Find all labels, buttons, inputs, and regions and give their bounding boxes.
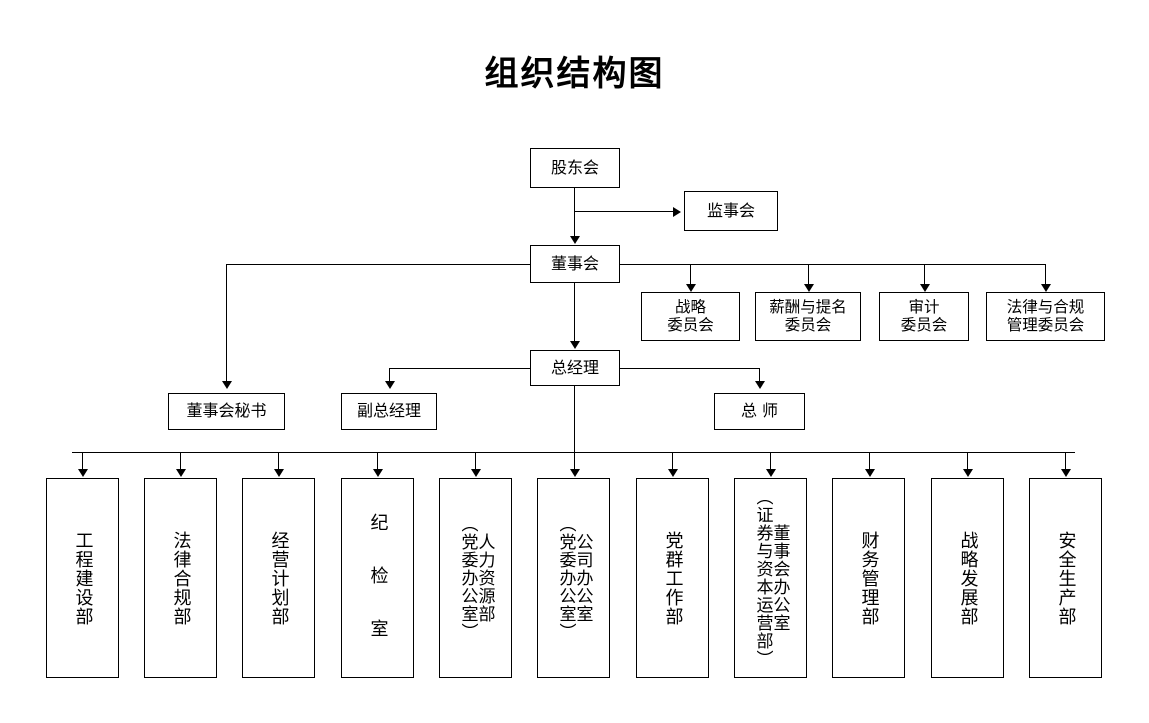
node-committee-strategy-line2: 委员会 (667, 315, 714, 334)
node-department-safety-production-line1: 安全生产部 (1055, 530, 1077, 626)
connector-committee-4-drop (1045, 264, 1046, 286)
node-shareholders-label: 股东会 (550, 157, 599, 177)
connector-dept-9-drop (869, 452, 870, 471)
node-department-party-mass-work-line1: 党群工作部 (662, 530, 684, 626)
node-committee-strategy[interactable]: 战略 委员会 (641, 292, 740, 341)
node-supervisory-board-label: 监事会 (706, 200, 755, 220)
connector-committee-1-drop (690, 264, 691, 286)
node-department-discipline-inspection[interactable]: 纪 检 室 (341, 478, 414, 678)
node-committee-legal-compliance-line1: 法律与合规 (1006, 298, 1085, 317)
node-department-discipline-inspection-line1: 纪 检 室 (367, 512, 389, 644)
arrow-to-supervisory (673, 206, 681, 217)
connector-shareholders-to-supervisory (574, 211, 675, 212)
connector-dept-8-drop (770, 452, 771, 471)
connector-board-to-gm (574, 283, 575, 343)
node-department-financial-management[interactable]: 财务管理部 (832, 478, 905, 678)
connector-committee-3-drop (924, 264, 925, 286)
arrow-dept-11 (1060, 469, 1071, 477)
arrow-dept-3 (273, 469, 284, 477)
arrow-to-secretary (221, 381, 232, 389)
node-department-financial-management-line1: 财务管理部 (858, 530, 880, 626)
arrow-dept-7 (667, 469, 678, 477)
arrow-committee-1 (685, 284, 696, 292)
node-board-of-directors[interactable]: 董事会 (530, 245, 620, 283)
node-department-strategic-development[interactable]: 战略发展部 (931, 478, 1004, 678)
node-department-board-office[interactable]: 董事会办公室 （证券与资本运营部） (734, 478, 807, 678)
node-board-secretary[interactable]: 董事会秘书 (168, 393, 285, 430)
connector-department-bus (72, 452, 1075, 453)
connector-board-to-secretary-v (226, 264, 227, 383)
node-board-secretary-label: 董事会秘书 (186, 401, 267, 421)
arrow-gm-to-dept-6 (569, 469, 580, 477)
connector-dept-11-drop (1065, 452, 1066, 471)
node-department-strategic-development-line1: 战略发展部 (957, 530, 979, 626)
connector-dept-4-drop (377, 452, 378, 471)
node-supervisory-board[interactable]: 监事会 (684, 191, 778, 231)
node-committee-compensation-nomination-line2: 委员会 (784, 315, 832, 334)
connector-dept-3-drop (278, 452, 279, 471)
connector-gm-to-chief-v (759, 368, 760, 383)
arrow-to-chief (754, 381, 765, 389)
connector-board-to-secretary-h (226, 264, 531, 265)
arrow-dept-8 (765, 469, 776, 477)
node-chief-engineer[interactable]: 总 师 (714, 393, 805, 430)
arrow-dept-9 (864, 469, 875, 477)
arrow-board-to-gm (569, 341, 580, 349)
node-department-engineering-construction-line1: 工程建设部 (72, 530, 94, 626)
node-department-board-office-line1: 董事会办公室 (769, 524, 790, 632)
node-deputy-general-manager[interactable]: 副总经理 (341, 393, 437, 430)
node-committee-legal-compliance-line2: 管理委员会 (1006, 315, 1085, 334)
arrow-committee-3 (919, 284, 930, 292)
node-general-manager[interactable]: 总经理 (530, 350, 620, 386)
connector-gm-to-dept-trunk (574, 386, 575, 471)
connector-gm-to-chief-h (620, 368, 760, 369)
connector-board-committee-bus (620, 264, 1046, 265)
connector-dept-5-drop (475, 452, 476, 471)
connector-gm-to-deputy-h (389, 368, 531, 369)
node-department-company-office-line2: （党委办公室） (555, 515, 576, 641)
node-committee-compensation-nomination[interactable]: 薪酬与提名 委员会 (755, 292, 861, 341)
node-committee-compensation-nomination-line1: 薪酬与提名 (769, 298, 847, 317)
node-department-engineering-construction[interactable]: 工程建设部 (46, 478, 119, 678)
arrow-dept-1 (77, 469, 88, 477)
connector-dept-2-drop (180, 452, 181, 471)
connector-dept-10-drop (967, 452, 968, 471)
node-board-of-directors-label: 董事会 (550, 253, 599, 273)
node-department-company-office[interactable]: 公司办公室 （党委办公室） (537, 478, 610, 678)
arrow-to-deputy (384, 381, 395, 389)
node-deputy-general-manager-label: 副总经理 (356, 401, 421, 421)
arrow-dept-4 (372, 469, 383, 477)
connector-gm-to-deputy-v (389, 368, 390, 383)
node-shareholders[interactable]: 股东会 (530, 148, 620, 188)
node-committee-legal-compliance[interactable]: 法律与合规 管理委员会 (986, 292, 1105, 341)
node-committee-audit-line2: 委员会 (900, 315, 948, 334)
node-department-safety-production[interactable]: 安全生产部 (1029, 478, 1102, 678)
node-committee-strategy-line1: 战略 (674, 298, 706, 317)
node-department-business-planning[interactable]: 经营计划部 (242, 478, 315, 678)
arrow-shareholders-to-board (569, 236, 580, 244)
arrow-committee-2 (803, 284, 814, 292)
node-department-human-resources-line1: 人力资源部 (474, 533, 495, 623)
node-committee-audit[interactable]: 审计 委员会 (879, 292, 969, 341)
node-department-legal-compliance-line1: 法律合规部 (170, 530, 192, 626)
node-department-business-planning-line1: 经营计划部 (268, 530, 290, 626)
node-department-human-resources-line2: （党委办公室） (457, 515, 478, 641)
connector-shareholders-to-board (574, 188, 575, 240)
node-committee-audit-line1: 审计 (908, 298, 940, 317)
node-chief-engineer-label: 总 师 (740, 401, 779, 421)
connector-dept-1-drop (82, 452, 83, 471)
node-general-manager-label: 总经理 (550, 357, 599, 377)
connector-dept-7-drop (672, 452, 673, 471)
arrow-dept-10 (962, 469, 973, 477)
node-department-board-office-line2: （证券与资本运营部） (752, 488, 773, 668)
node-department-company-office-line1: 公司办公室 (572, 533, 593, 623)
node-department-party-mass-work[interactable]: 党群工作部 (636, 478, 709, 678)
arrow-dept-2 (175, 469, 186, 477)
page-title: 组织结构图 (484, 54, 665, 94)
node-department-legal-compliance[interactable]: 法律合规部 (144, 478, 217, 678)
arrow-dept-5 (470, 469, 481, 477)
node-department-human-resources[interactable]: 人力资源部 （党委办公室） (439, 478, 512, 678)
connector-committee-2-drop (808, 264, 809, 286)
arrow-committee-4 (1040, 284, 1051, 292)
